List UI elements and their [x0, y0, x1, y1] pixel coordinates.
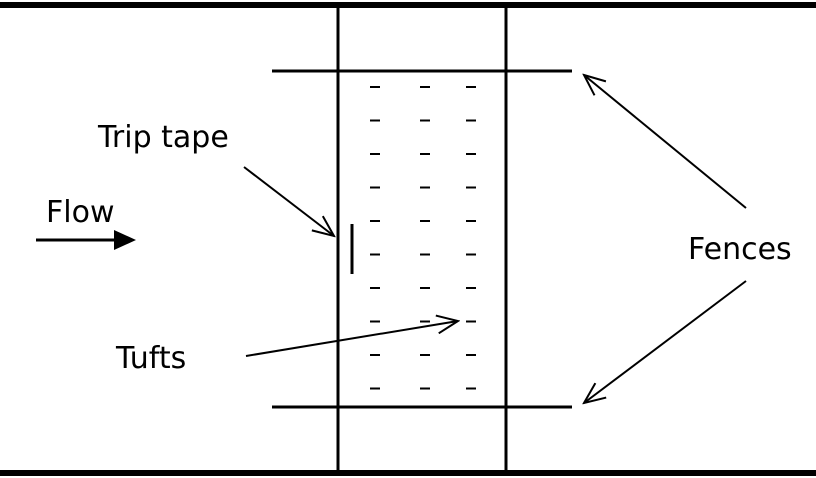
fences-leader-arrow-bottom	[584, 280, 747, 403]
tufts-label: Tufts	[115, 341, 186, 376]
tufts-grid	[370, 86, 476, 390]
fences-leader-arrow-top	[584, 75, 747, 209]
trip-tape-leader-arrow	[243, 166, 334, 236]
tufts-leader-arrow	[245, 321, 458, 357]
flow-label: Flow	[46, 195, 114, 230]
fences-label: Fences	[688, 232, 792, 267]
flow-arrow-icon	[36, 230, 136, 250]
trip-tape-label: Trip tape	[97, 120, 229, 155]
